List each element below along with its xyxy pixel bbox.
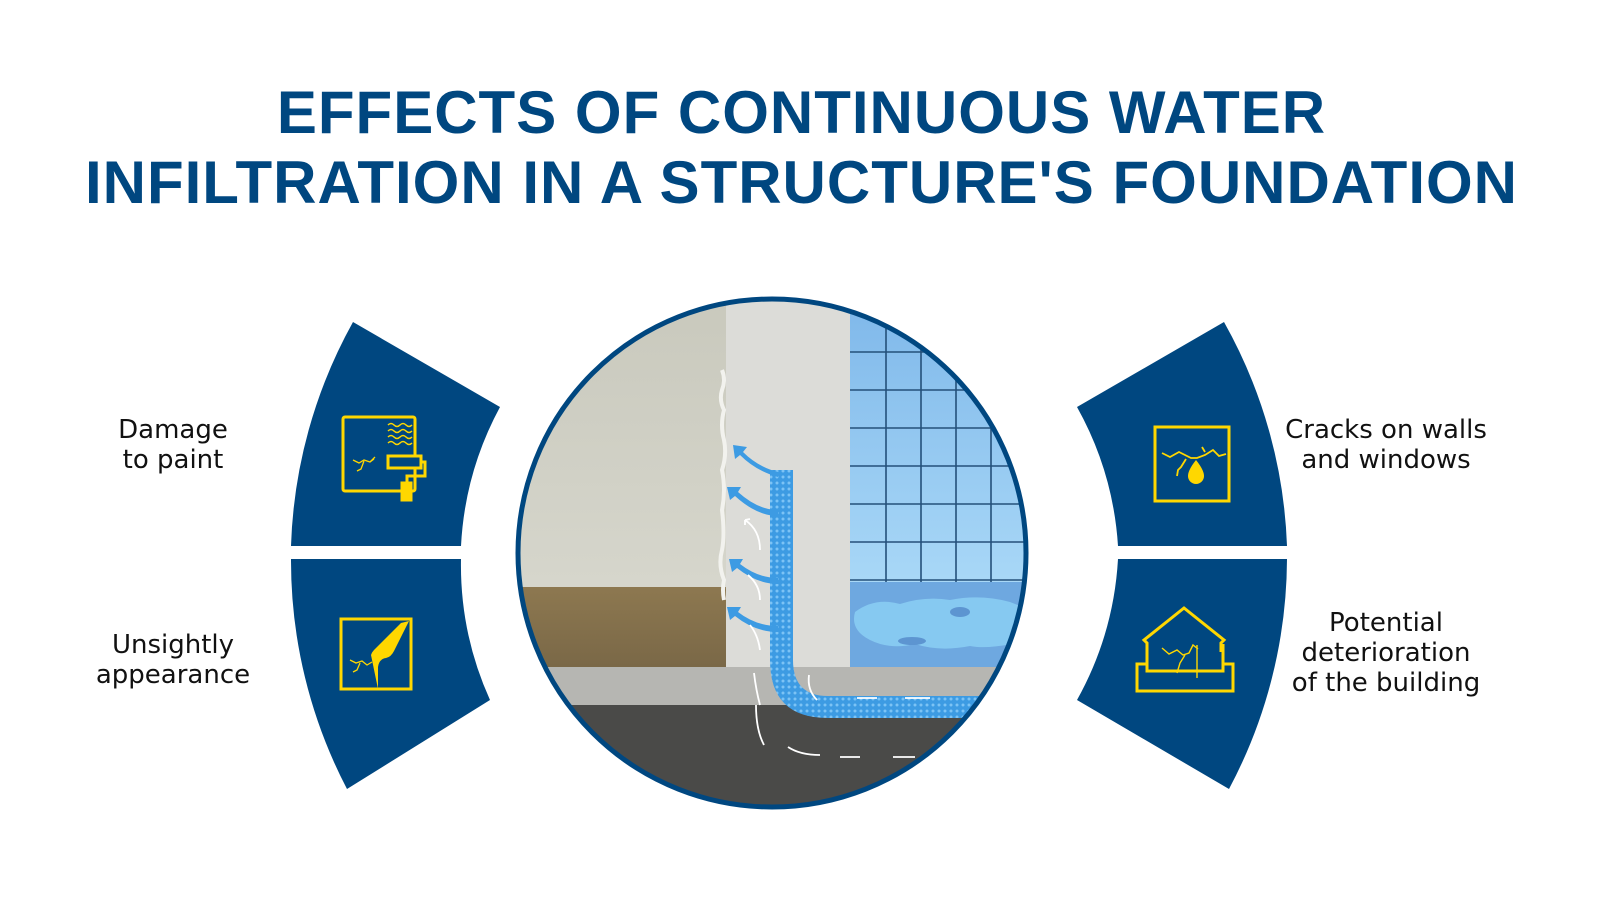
segment-cracks-on-walls: [1077, 322, 1287, 546]
label-line: Unsightly: [111, 630, 235, 660]
paint-roller-wall-icon: [341, 415, 427, 502]
segment-damage-to-paint: [291, 322, 500, 546]
label-line: deterioration: [1301, 638, 1471, 668]
peeling-wall-icon: [339, 617, 413, 691]
label-cracks-on-walls: Cracks on walls and windows: [1266, 415, 1506, 475]
title-line-2: INFILTRATION IN A STRUCTURE'S FOUNDATION: [84, 149, 1519, 216]
foundation-illustration: [520, 301, 1024, 805]
page-title: EFFECTS OF CONTINUOUS WATER INFILTRATION…: [0, 78, 1603, 218]
crack-with-drop-icon: [1153, 425, 1231, 503]
label-line: Potential: [1329, 608, 1443, 638]
segment-unsightly-appearance: [290, 559, 490, 789]
label-line: Damage: [118, 415, 228, 445]
label-line: to paint: [122, 445, 224, 475]
segment-building-deterioration: [1077, 559, 1287, 789]
label-line: and windows: [1301, 445, 1471, 475]
illustration-border: [515, 296, 1029, 810]
label-line: Cracks on walls: [1285, 415, 1487, 445]
label-building-deterioration: Potential deterioration of the building: [1266, 608, 1506, 698]
label-line: of the building: [1291, 668, 1481, 698]
label-unsightly-appearance: Unsightly appearance: [53, 630, 293, 690]
label-damage-to-paint: Damage to paint: [53, 415, 293, 475]
label-line: appearance: [95, 660, 251, 690]
title-line-1: EFFECTS OF CONTINUOUS WATER: [276, 79, 1327, 146]
cracked-house-icon: [1135, 606, 1235, 693]
